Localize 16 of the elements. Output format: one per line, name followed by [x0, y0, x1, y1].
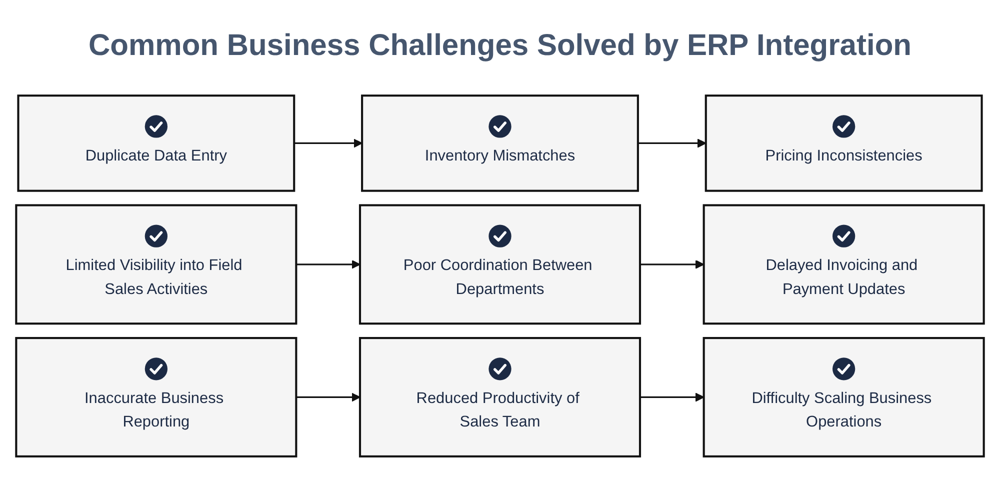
node-box: Duplicate Data Entry — [17, 94, 296, 192]
title: Common Business Challenges Solved by ERP Integration — [88, 28, 912, 64]
arrow — [294, 138, 362, 148]
node-box: Inventory Mismatches — [361, 94, 639, 192]
node-box: Poor Coordination Between Departments — [358, 204, 642, 325]
node-box: Reduced Productivity of Sales Team — [358, 337, 642, 458]
arrow — [640, 392, 704, 402]
node-box: Inaccurate Business Reporting — [15, 337, 298, 458]
node-box: Difficulty Scaling Business Operations — [702, 337, 985, 458]
node-box: Pricing Inconsistencies — [704, 94, 983, 192]
node-box: Limited Visibility into Field Sales Activities — [15, 204, 298, 325]
arrow — [296, 260, 360, 269]
node-box: Delayed Invoicing and Payment Updates — [702, 204, 985, 325]
arrow — [640, 260, 704, 269]
arrow — [296, 392, 360, 402]
arrow — [638, 138, 706, 148]
